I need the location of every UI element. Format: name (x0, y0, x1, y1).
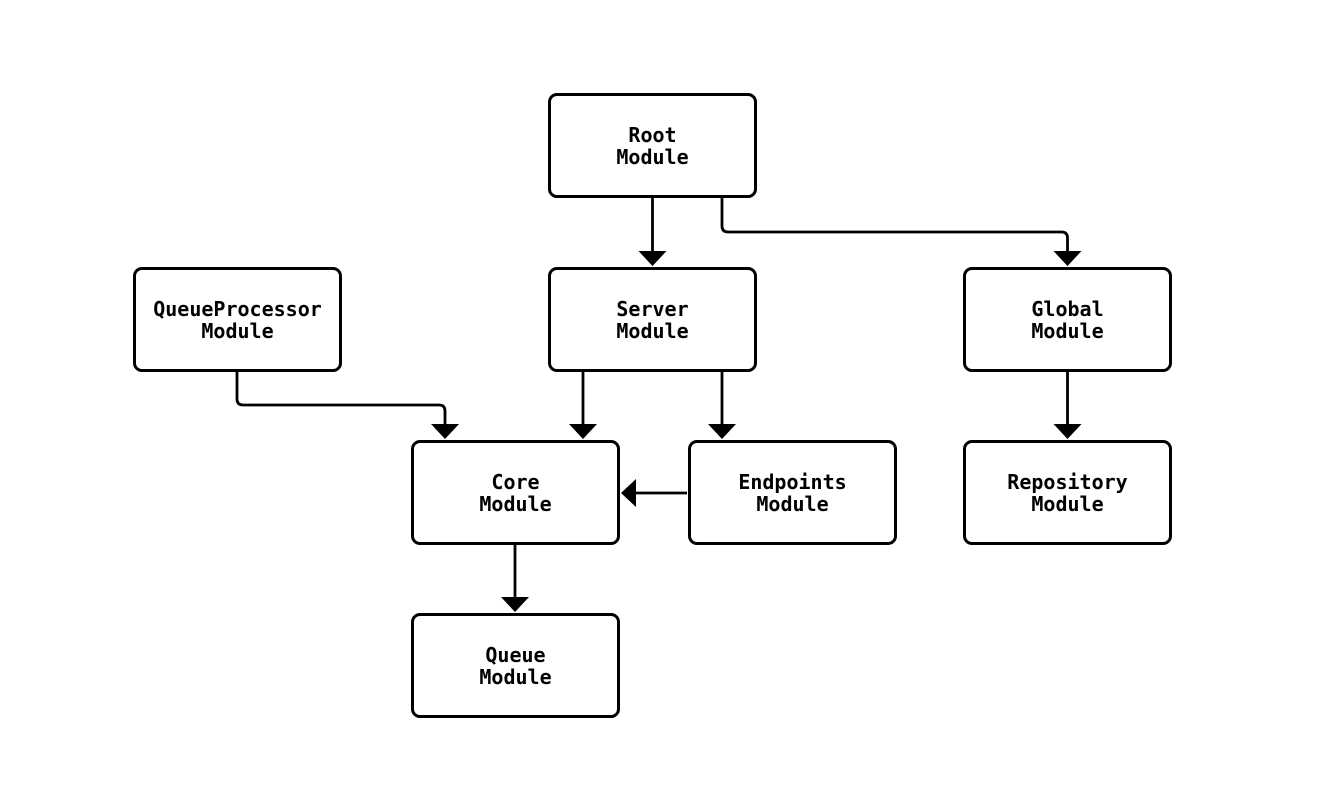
node-label-line2: Module (1031, 318, 1104, 343)
node-label-line2: Module (616, 318, 689, 343)
node-endpoints-module: Endpoints Module (688, 440, 897, 545)
node-label-line2: Module (616, 144, 689, 169)
edge-queueprocessor-to-core (235, 372, 459, 439)
node-queueprocessor-module: QueueProcessor Module (133, 267, 342, 372)
node-label-line1: QueueProcessor (153, 296, 322, 321)
node-label-line1: Core (491, 469, 540, 494)
node-label-line2: Module (1031, 491, 1104, 516)
node-repository-module: Repository Module (963, 440, 1172, 545)
node-label-line1: Repository (1007, 469, 1128, 494)
node-label-line1: Root (628, 122, 677, 147)
node-global-module: Global Module (963, 267, 1172, 372)
node-label-line2: Module (201, 318, 274, 343)
node-label-line2: Module (479, 664, 552, 689)
node-root-module: Root Module (548, 93, 757, 198)
node-label-line2: Module (756, 491, 829, 516)
node-server-module: Server Module (548, 267, 757, 372)
edge-root-to-global (720, 198, 1082, 266)
node-label-line2: Module (479, 491, 552, 516)
node-label-line1: Queue (485, 642, 546, 667)
node-core-module: Core Module (411, 440, 620, 545)
node-label-line1: Endpoints (738, 469, 847, 494)
node-queue-module: Queue Module (411, 613, 620, 718)
node-label-line1: Global (1031, 296, 1104, 321)
node-label-line1: Server (616, 296, 689, 321)
